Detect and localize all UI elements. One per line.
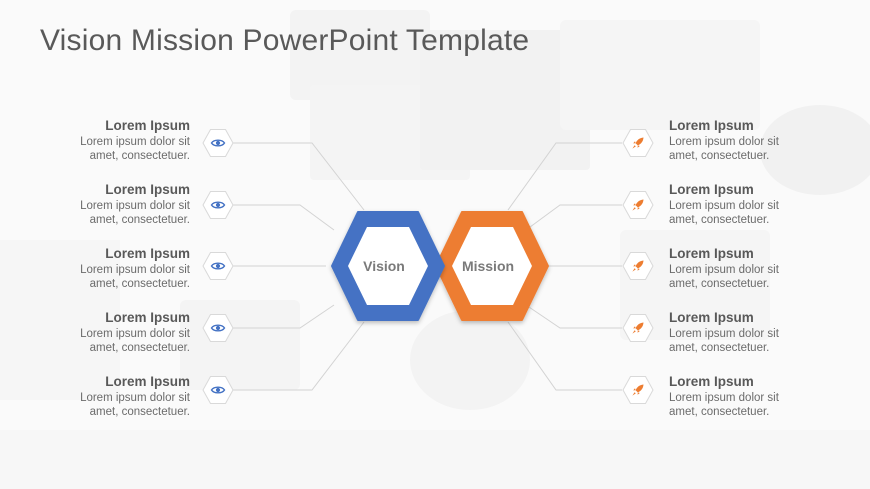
rocket-icon — [622, 190, 654, 220]
item-heading: Lorem Ipsum — [105, 182, 190, 197]
connector-right-4 — [525, 304, 622, 329]
item-text-line: amet, consectetuer. — [89, 149, 190, 162]
item-text-line: amet, consectetuer. — [89, 405, 190, 418]
right-item-5: Lorem Ipsum Lorem ipsum dolor sit amet, … — [669, 374, 819, 419]
right-item-2: Lorem Ipsum Lorem ipsum dolor sit amet, … — [669, 182, 819, 227]
item-text-line: amet, consectetuer. — [669, 149, 770, 162]
mission-hexagon — [435, 211, 549, 321]
right-item-4: Lorem Ipsum Lorem ipsum dolor sit amet, … — [669, 310, 819, 355]
left-item-5: Lorem Ipsum Lorem ipsum dolor sit amet, … — [40, 374, 190, 419]
item-text-line: Lorem ipsum dolor sit — [80, 200, 190, 212]
item-text-line: amet, consectetuer. — [669, 405, 770, 418]
item-text-line: Lorem ipsum dolor sit — [669, 136, 779, 148]
item-text-line: amet, consectetuer. — [89, 341, 190, 354]
rocket-icon — [622, 128, 654, 158]
item-heading: Lorem Ipsum — [669, 118, 754, 133]
eye-icon — [202, 375, 234, 405]
rocket-icon — [622, 313, 654, 343]
item-text-line: amet, consectetuer. — [669, 277, 770, 290]
connector-right-1 — [507, 142, 622, 211]
connector-right-2 — [525, 204, 622, 231]
connector-right-5 — [507, 321, 622, 391]
connector-left-1 — [231, 142, 365, 211]
item-text-line: amet, consectetuer. — [89, 277, 190, 290]
item-text-line: Lorem ipsum dolor sit — [669, 392, 779, 404]
connector-left-2 — [231, 204, 335, 231]
eye-icon — [202, 128, 234, 158]
item-text-line: Lorem ipsum dolor sit — [669, 200, 779, 212]
item-heading: Lorem Ipsum — [105, 310, 190, 325]
connector-left-5 — [231, 321, 365, 391]
item-text-line: Lorem ipsum dolor sit — [80, 264, 190, 276]
vision-hexagon — [331, 211, 445, 321]
left-item-3: Lorem Ipsum Lorem ipsum dolor sit amet, … — [40, 246, 190, 291]
item-heading: Lorem Ipsum — [105, 374, 190, 389]
eye-icon — [202, 251, 234, 281]
item-text-line: Lorem ipsum dolor sit — [80, 392, 190, 404]
item-text-line: amet, consectetuer. — [669, 341, 770, 354]
item-heading: Lorem Ipsum — [669, 246, 754, 261]
item-text-line: Lorem ipsum dolor sit — [669, 328, 779, 340]
item-heading: Lorem Ipsum — [105, 118, 190, 133]
left-item-1: Lorem Ipsum Lorem ipsum dolor sit amet, … — [40, 118, 190, 163]
item-heading: Lorem Ipsum — [669, 310, 754, 325]
item-heading: Lorem Ipsum — [105, 246, 190, 261]
page-title: Vision Mission PowerPoint Template — [40, 24, 530, 57]
item-heading: Lorem Ipsum — [669, 182, 754, 197]
rocket-icon — [622, 251, 654, 281]
left-item-4: Lorem Ipsum Lorem ipsum dolor sit amet, … — [40, 310, 190, 355]
eye-icon — [202, 313, 234, 343]
connector-left-4 — [231, 304, 335, 329]
item-text-line: amet, consectetuer. — [669, 213, 770, 226]
item-heading: Lorem Ipsum — [669, 374, 754, 389]
eye-icon — [202, 190, 234, 220]
right-item-1: Lorem Ipsum Lorem ipsum dolor sit amet, … — [669, 118, 819, 163]
item-text-line: Lorem ipsum dolor sit — [80, 136, 190, 148]
item-text-line: amet, consectetuer. — [89, 213, 190, 226]
rocket-icon — [622, 375, 654, 405]
item-text-line: Lorem ipsum dolor sit — [669, 264, 779, 276]
vision-label: Vision — [363, 258, 405, 274]
right-item-3: Lorem Ipsum Lorem ipsum dolor sit amet, … — [669, 246, 819, 291]
mission-label: Mission — [461, 258, 515, 274]
left-item-2: Lorem Ipsum Lorem ipsum dolor sit amet, … — [40, 182, 190, 227]
item-text-line: Lorem ipsum dolor sit — [80, 328, 190, 340]
